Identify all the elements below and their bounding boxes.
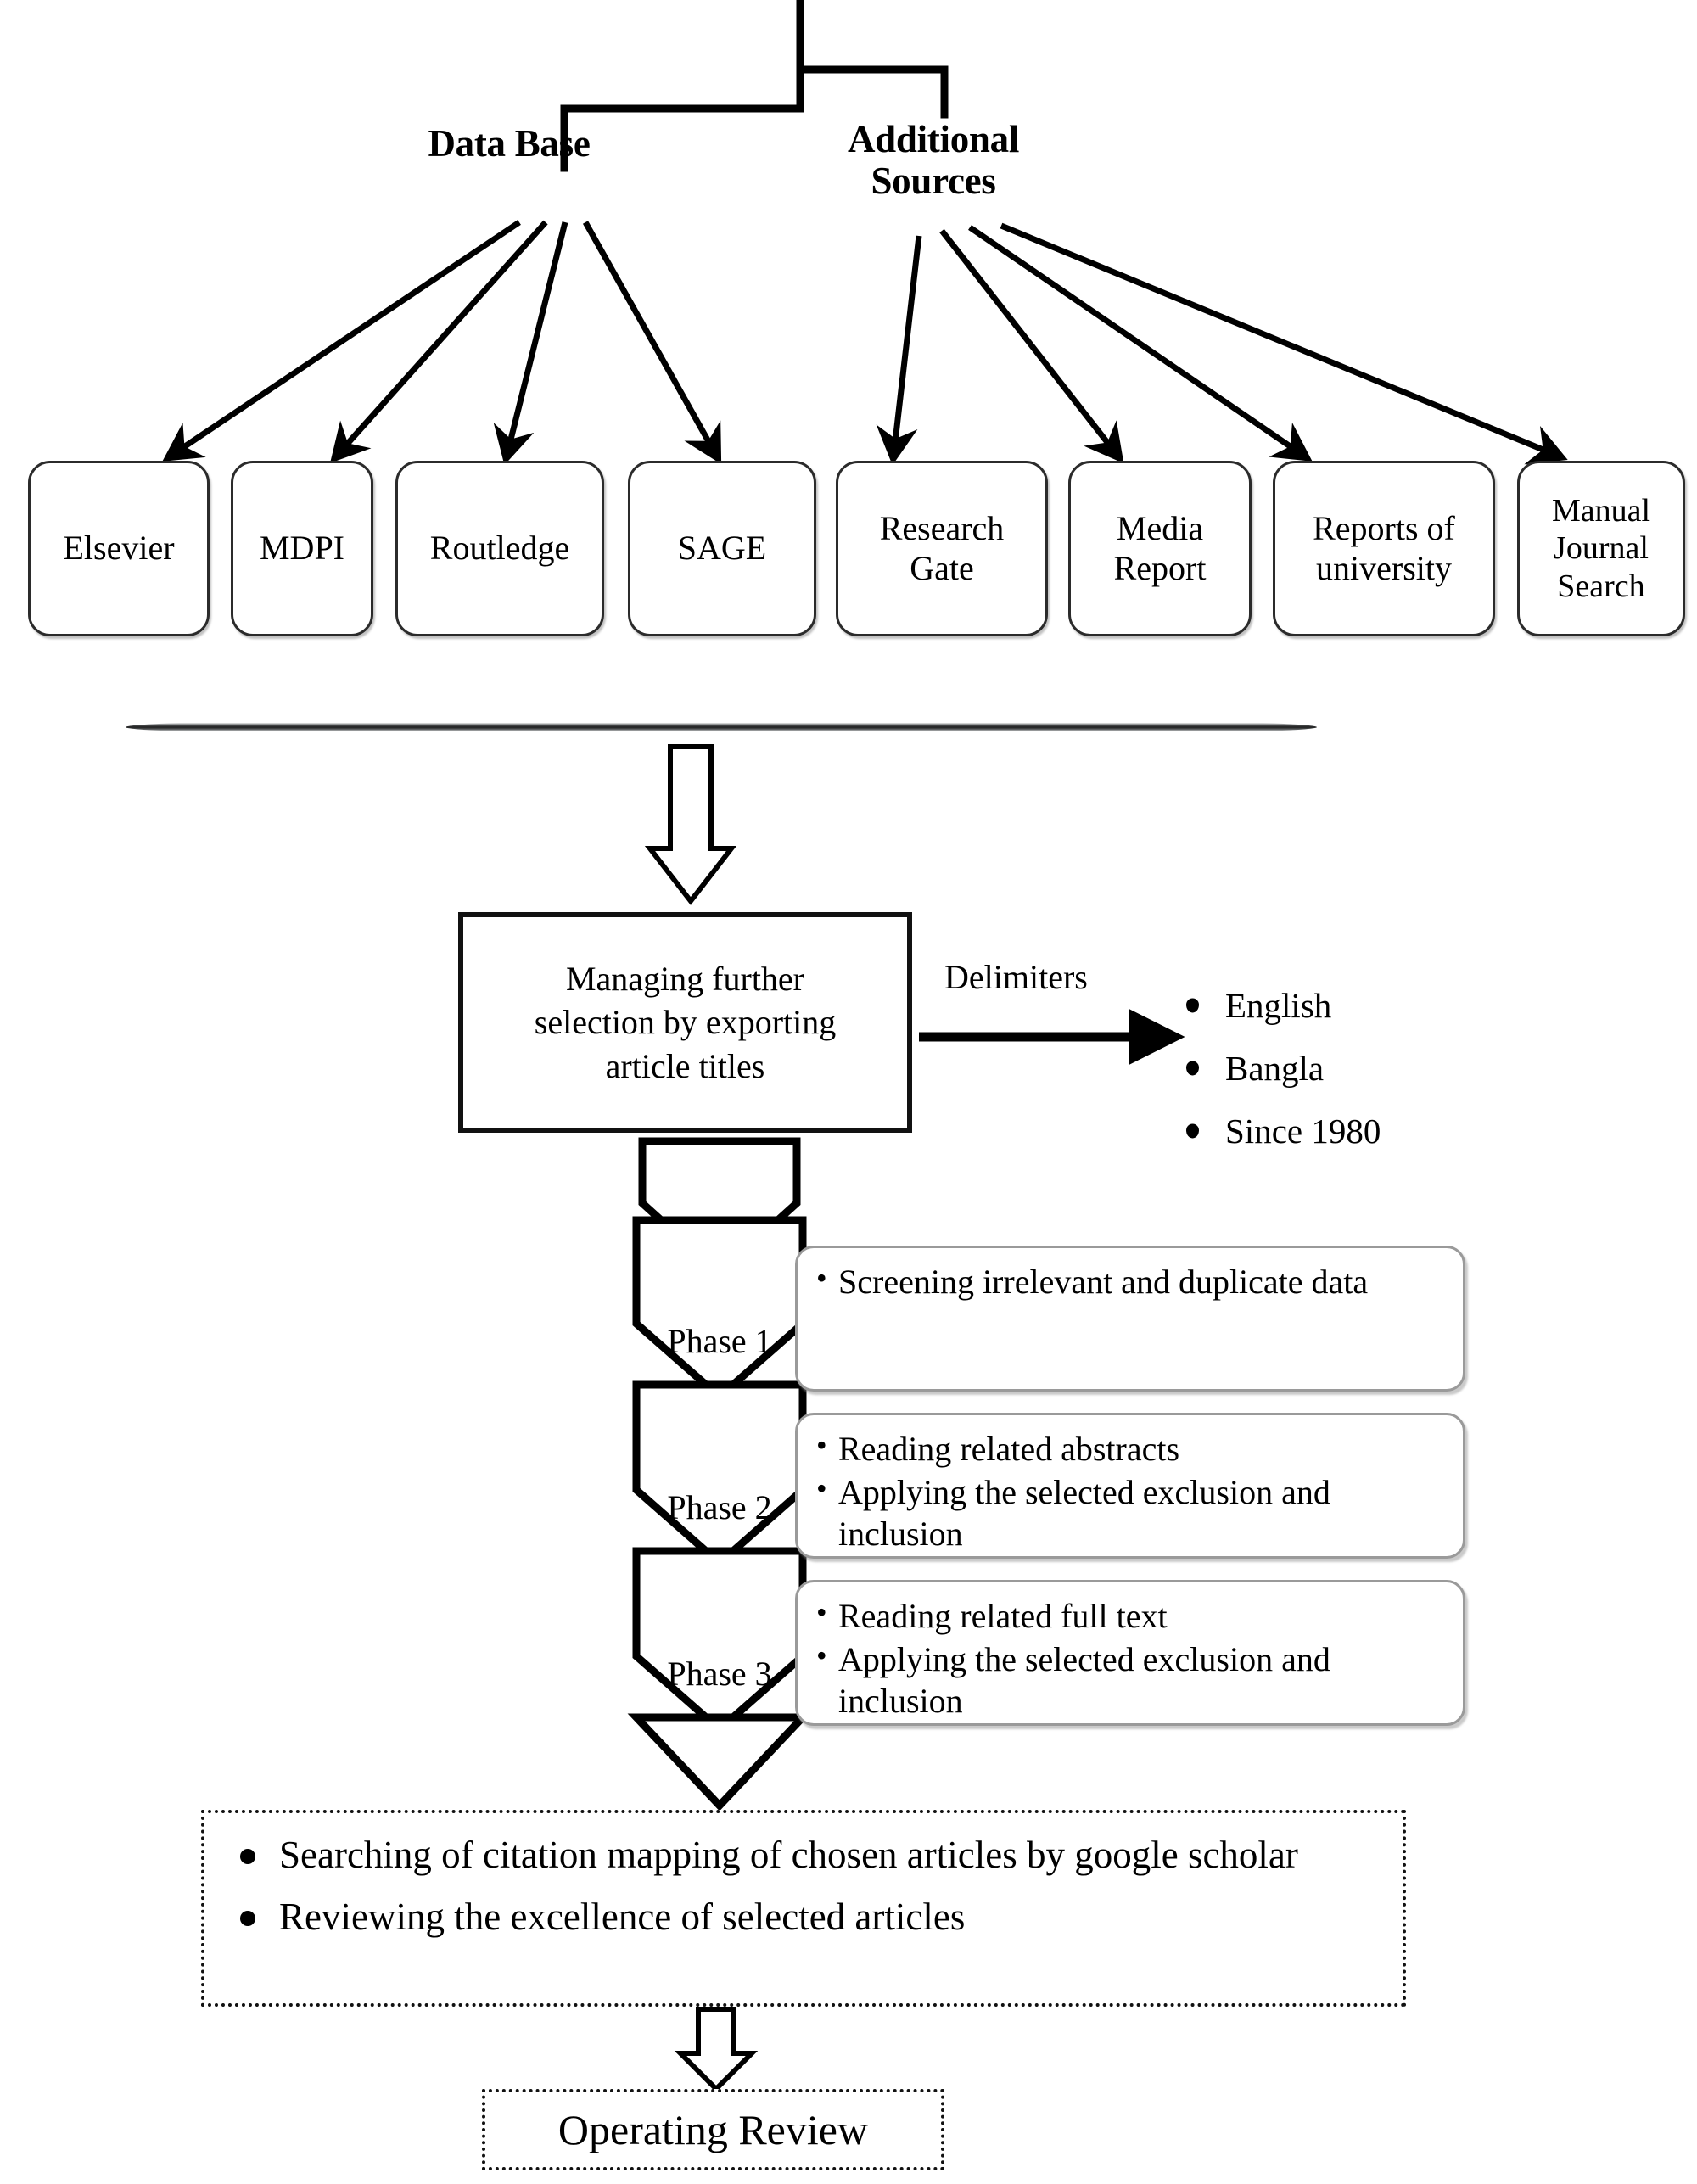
phase-label-1: Phase 1 xyxy=(667,1322,772,1360)
source-box-routledge[interactable]: Routledge xyxy=(395,461,604,636)
phase-2-item-list: Reading related abstracts Applying the s… xyxy=(816,1427,1442,1555)
additional-sources-fanout-arrows xyxy=(876,222,1568,466)
delimiter-item-since-1980: Since 1980 xyxy=(1179,1100,1381,1162)
citation-item-0: Searching of citation mapping of chosen … xyxy=(227,1830,1381,1880)
delimiter-item-bangla: Bangla xyxy=(1179,1037,1381,1100)
phase-chevron-stack xyxy=(627,1137,812,1812)
source-box-mdpi[interactable]: MDPI xyxy=(231,461,373,636)
citation-mapping-box[interactable]: Searching of citation mapping of chosen … xyxy=(201,1810,1406,2007)
phase-2-item-1: Applying the selected exclusion and incl… xyxy=(816,1470,1442,1555)
source-box-reports-of-university[interactable]: Reports of university xyxy=(1273,461,1495,636)
source-box-elsevier[interactable]: Elsevier xyxy=(28,461,210,636)
citation-item-1: Reviewing the excellence of selected art… xyxy=(227,1892,1381,1942)
phase-3-item-1: Applying the selected exclusion and incl… xyxy=(816,1638,1442,1722)
managing-selection-box[interactable]: Managing further selection by exporting … xyxy=(458,912,912,1133)
phase-label-2: Phase 2 xyxy=(667,1488,772,1526)
database-fanout-arrows xyxy=(162,220,722,466)
delimiters-list: English Bangla Since 1980 xyxy=(1179,974,1381,1162)
delimiter-item-english: English xyxy=(1179,974,1381,1037)
block-arrow-to-operating-review xyxy=(674,2007,759,2093)
phase-3-item-0: Reading related full text xyxy=(816,1594,1442,1638)
delimiters-label: Delimiters xyxy=(944,958,1088,996)
phase-1-item-list: Screening irrelevant and duplicate data xyxy=(816,1260,1442,1303)
citation-item-list: Searching of citation mapping of chosen … xyxy=(227,1830,1381,1941)
phase-detail-box-2[interactable]: Reading related abstracts Applying the s… xyxy=(795,1413,1465,1559)
source-box-sage[interactable]: SAGE xyxy=(628,461,816,636)
phase-detail-box-1[interactable]: Screening irrelevant and duplicate data xyxy=(795,1246,1465,1392)
chevron-0 xyxy=(638,1137,801,1279)
root-label-database: Data Base xyxy=(428,122,591,165)
chevron-phase-3 xyxy=(632,1547,807,1734)
phase-detail-box-3[interactable]: Reading related full text Applying the s… xyxy=(795,1580,1465,1726)
phase-2-item-0: Reading related abstracts xyxy=(816,1427,1442,1470)
source-box-media-report[interactable]: Media Report xyxy=(1068,461,1252,636)
lens-divider xyxy=(126,717,1317,737)
source-box-research-gate[interactable]: Research Gate xyxy=(836,461,1048,636)
phase-1-item-0: Screening irrelevant and duplicate data xyxy=(816,1260,1442,1303)
chevron-tail xyxy=(627,1713,812,1812)
chevron-phase-1 xyxy=(632,1216,807,1402)
source-box-manual-journal-search[interactable]: Manual Journal Search xyxy=(1517,461,1685,636)
chevron-phase-2 xyxy=(632,1380,807,1568)
phase-label-3: Phase 3 xyxy=(667,1655,772,1693)
operating-review-box[interactable]: Operating Review xyxy=(482,2089,944,2170)
block-arrow-to-managing xyxy=(644,744,737,905)
phase-3-item-list: Reading related full text Applying the s… xyxy=(816,1594,1442,1722)
root-label-additional-sources: Additional Sources xyxy=(847,118,1020,202)
